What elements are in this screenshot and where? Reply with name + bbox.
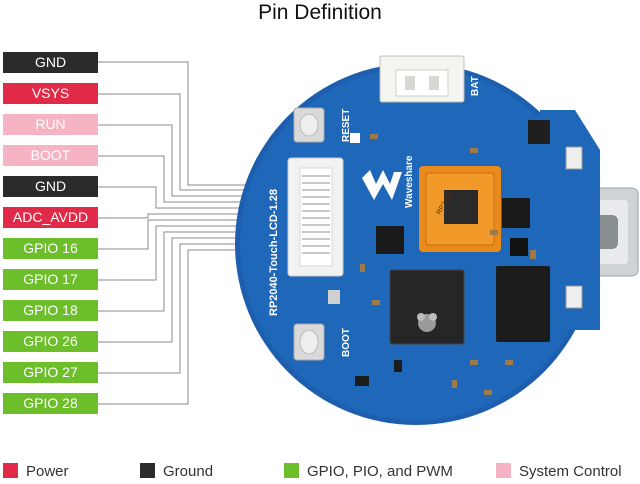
pin-label-vsys: VSYS [3,83,98,104]
legend-swatch-ground [140,463,155,478]
pin-label-gnd-2: GND [3,176,98,197]
pin-label-gpio18: GPIO 18 [3,300,98,321]
legend-system: System Control [496,462,622,482]
pin-label-run: RUN [3,114,98,135]
pin-label-gnd-1: GND [3,52,98,73]
legend-label-ground: Ground [163,463,214,480]
flash-chip [496,266,550,342]
pin-label-gpio28: GPIO 28 [3,393,98,414]
legend-gpio: GPIO, PIO, and PWM [284,462,453,482]
brand-label: Waveshare [404,155,415,208]
legend-label-system: System Control [519,463,622,480]
boot-label: BOOT [341,328,352,357]
pin-label-gpio17: GPIO 17 [3,269,98,290]
rp2040-chip [389,269,465,345]
legend-swatch-gpio [284,463,299,478]
legend-swatch-power [3,463,18,478]
legend-swatch-system [496,463,511,478]
legend-ground: Ground [140,462,213,482]
pin-label-gpio16: GPIO 16 [3,238,98,259]
pin-label-adc-avdd: ADC_AVDD [3,207,98,228]
imu-chip [376,226,404,254]
reset-label: RESET [341,109,352,142]
pin-label-boot: BOOT [3,145,98,166]
pin-label-gpio27: GPIO 27 [3,362,98,383]
pin-label-gpio26: GPIO 26 [3,331,98,352]
model-label: RP2040-Touch-LCD-1.28 [268,189,280,316]
bat-label: BAT [470,76,481,96]
raspberry-logo-icon [417,313,437,332]
waveshare-logo-icon [362,170,402,200]
legend-label-power: Power [26,463,69,480]
legend-power: Power [3,462,69,482]
legend-label-gpio: GPIO, PIO, and PWM [307,463,453,480]
regulator-chip [502,198,530,228]
page-title: Pin Definition [258,1,382,24]
